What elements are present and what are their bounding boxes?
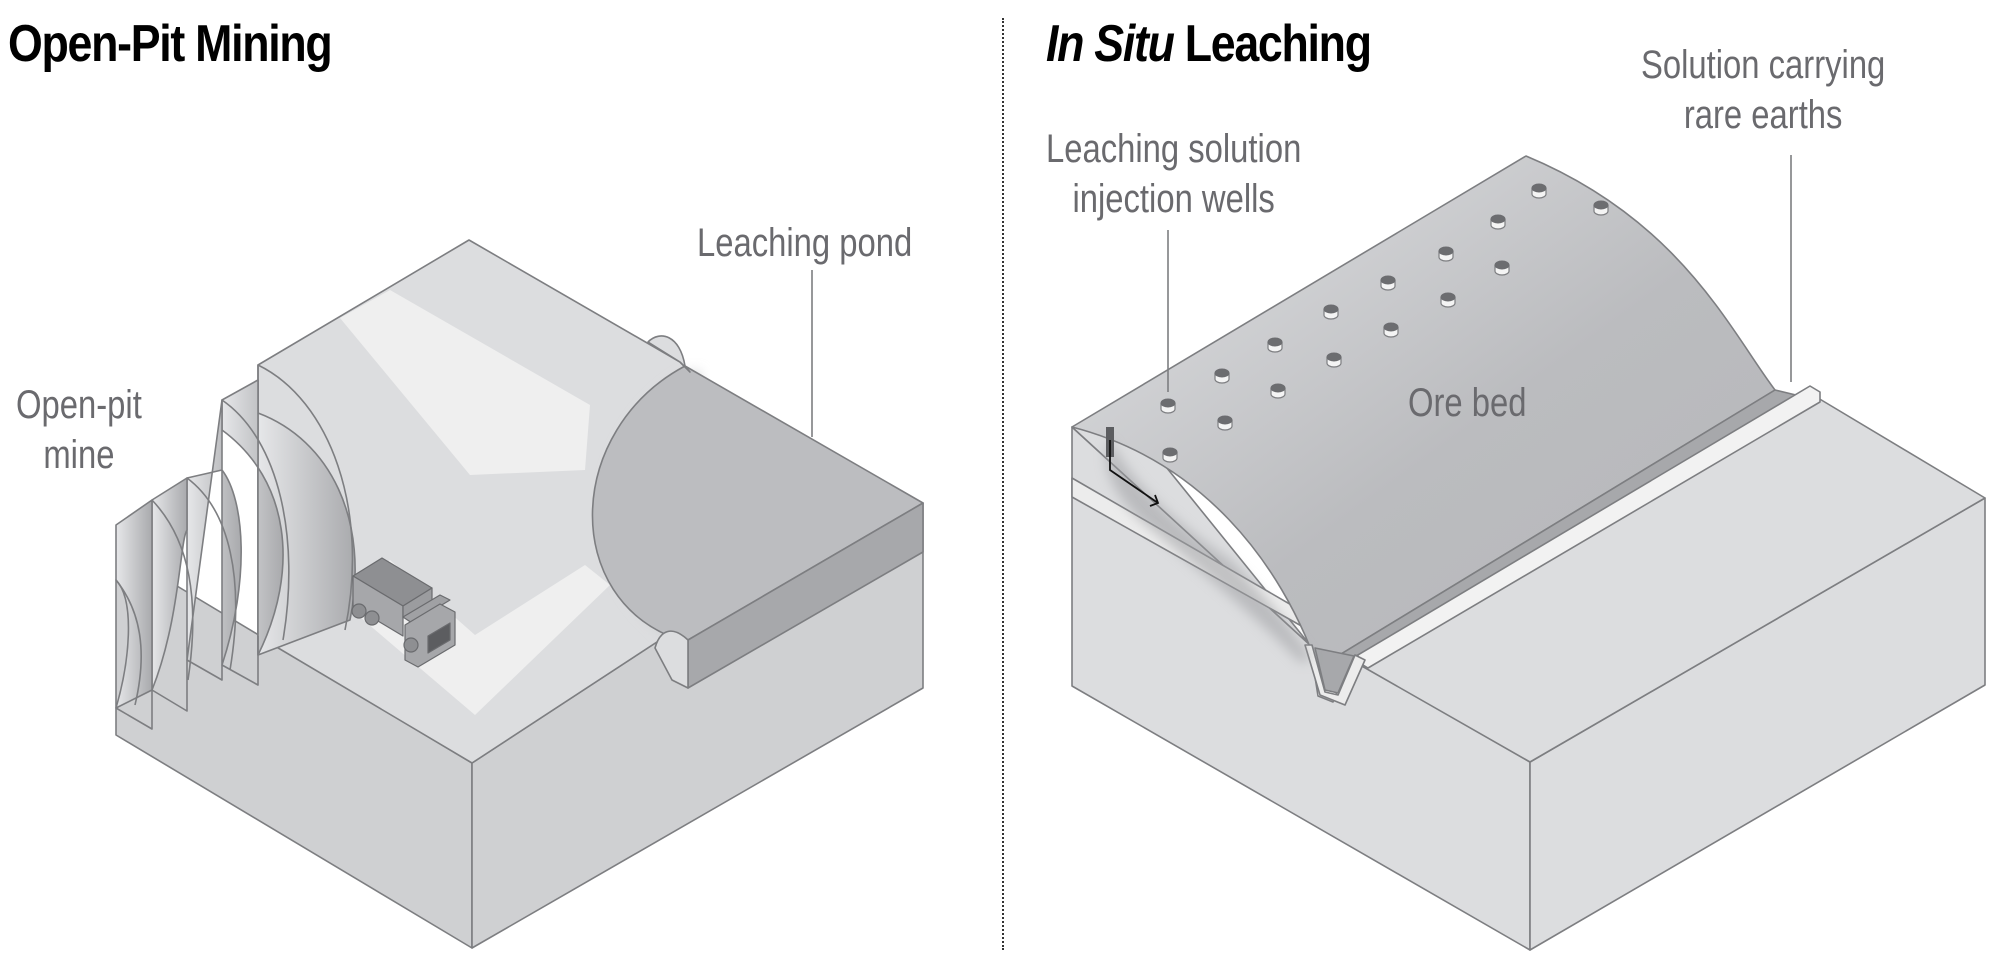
- step-2: [221, 379, 284, 656]
- solution-plume: [1106, 440, 1312, 662]
- injection-well-icon: [1326, 352, 1342, 368]
- ore-bed-label: Ore bed: [1408, 381, 1527, 425]
- label-line: Leaching solution: [1046, 127, 1302, 171]
- trench-fill: [1314, 647, 1355, 694]
- injection-well-icon: [1162, 447, 1178, 463]
- injection-well-icon: [1160, 398, 1176, 414]
- step-arc: [186, 477, 237, 671]
- open-pit-mine-label: Open-pit mine: [16, 380, 142, 480]
- injection-well-icon: [1593, 200, 1609, 216]
- label-line: mine: [43, 433, 115, 477]
- title-rest-part: Leaching: [1173, 15, 1372, 73]
- label-line: injection wells: [1072, 177, 1275, 221]
- injection-well-icon: [1214, 368, 1230, 384]
- injection-well-icon: [1380, 275, 1396, 291]
- injection-wells: [1160, 183, 1609, 463]
- dump-truck-icon: [351, 557, 456, 668]
- haul-road: [340, 290, 590, 475]
- label-line: Open-pit: [16, 383, 142, 427]
- step-arc: [257, 364, 354, 631]
- open-pit-mining-title: Open-Pit Mining: [8, 15, 333, 73]
- injection-well-icon: [1217, 415, 1233, 431]
- injection-pipe: [1106, 427, 1160, 507]
- injection-well-icon: [1531, 183, 1547, 199]
- injection-well-icon: [1490, 214, 1506, 230]
- label-line: rare earths: [1683, 93, 1843, 137]
- arrow-head: [1149, 494, 1160, 507]
- injection-well-icon: [1267, 337, 1283, 353]
- flow-arrow-icon: [1109, 440, 1159, 504]
- step-3: [186, 399, 242, 666]
- in-situ-block: [1071, 155, 1986, 951]
- step-tread: [115, 636, 259, 730]
- leaching-pond-label: Leaching pond: [697, 221, 913, 265]
- injection-wells-label: Leaching solution injection wells: [1046, 124, 1301, 224]
- injection-well-icon: [1438, 246, 1454, 262]
- step-arc: [115, 579, 142, 706]
- injection-well-icon: [1494, 260, 1510, 276]
- in-situ-leaching-title: In Situ Leaching: [1046, 14, 1372, 74]
- injection-well-icon: [1440, 292, 1456, 308]
- panel-divider: [1002, 18, 1004, 950]
- step-arc: [151, 499, 194, 681]
- terraced-steps: [115, 364, 356, 730]
- title-italic-part: In Situ: [1046, 15, 1175, 73]
- trench: [1304, 644, 1366, 706]
- pond-rim-bump-bottom: [654, 630, 689, 689]
- injection-well-icon: [1323, 304, 1339, 320]
- injection-well-icon: [1270, 383, 1286, 399]
- injection-well-icon: [1383, 322, 1399, 338]
- solution-carrying-label: Solution carrying rare earths: [1641, 40, 1885, 140]
- pond-rim-bump-top: [647, 335, 691, 373]
- step-arc: [221, 399, 290, 641]
- label-line: Solution carrying: [1641, 43, 1886, 87]
